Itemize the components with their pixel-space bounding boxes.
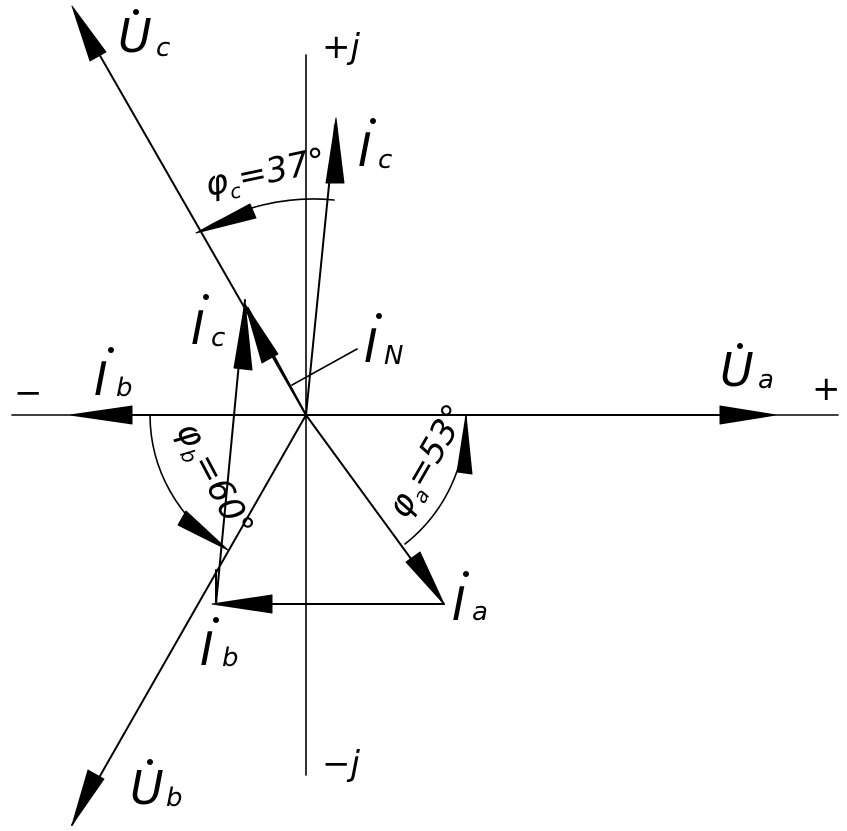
label-Ub: U b: [130, 759, 183, 815]
phasor-Ua: [305, 405, 777, 425]
svg-text:I: I: [364, 319, 378, 373]
label-IN: I N: [364, 313, 403, 373]
svg-text:a: a: [758, 365, 774, 395]
phasor-IN: [305, 117, 345, 416]
svg-text:I: I: [358, 123, 372, 177]
svg-text:I: I: [191, 301, 205, 355]
svg-text:b: b: [166, 783, 183, 813]
construction-Ia-shift: [211, 594, 445, 614]
svg-text:a: a: [472, 597, 488, 627]
svg-text:I: I: [452, 577, 466, 631]
label-Ua: U a: [720, 343, 774, 397]
svg-text:I: I: [94, 352, 108, 406]
svg-text:b: b: [222, 643, 239, 673]
IN-leader-line: [291, 348, 358, 386]
svg-text:U: U: [118, 9, 152, 63]
arc-phi-b: [149, 414, 229, 551]
svg-text:N: N: [384, 341, 403, 371]
label-Ib-branch: I b: [94, 347, 133, 406]
arc-phi-c: [195, 198, 335, 234]
plus-label: +: [812, 369, 841, 409]
svg-text:U: U: [130, 761, 164, 815]
label-Ia: I a: [452, 571, 488, 631]
svg-text:c: c: [211, 323, 225, 353]
svg-text:U: U: [720, 343, 754, 397]
label-Ic: I c: [358, 118, 392, 177]
phasor-Ub: [71, 414, 307, 826]
plus-j-label: +j: [322, 27, 360, 67]
phasor-Ic-branch: [244, 303, 307, 416]
arc-phi-a: [404, 414, 473, 545]
label-Uc: U c: [118, 9, 170, 63]
svg-text:c: c: [156, 33, 170, 63]
phasor-Ib-branch: [69, 405, 307, 425]
phasor-Ia: [305, 414, 445, 605]
svg-text:b: b: [116, 373, 133, 403]
svg-text:I: I: [200, 622, 214, 676]
minus-label: −: [14, 373, 43, 413]
svg-text:c: c: [378, 145, 392, 175]
construction-Ib-arrowhead: [233, 301, 253, 371]
minus-j-label: −j: [322, 744, 360, 784]
label-Ib: I b: [200, 617, 239, 676]
label-Ic-branch: I c: [191, 294, 225, 355]
